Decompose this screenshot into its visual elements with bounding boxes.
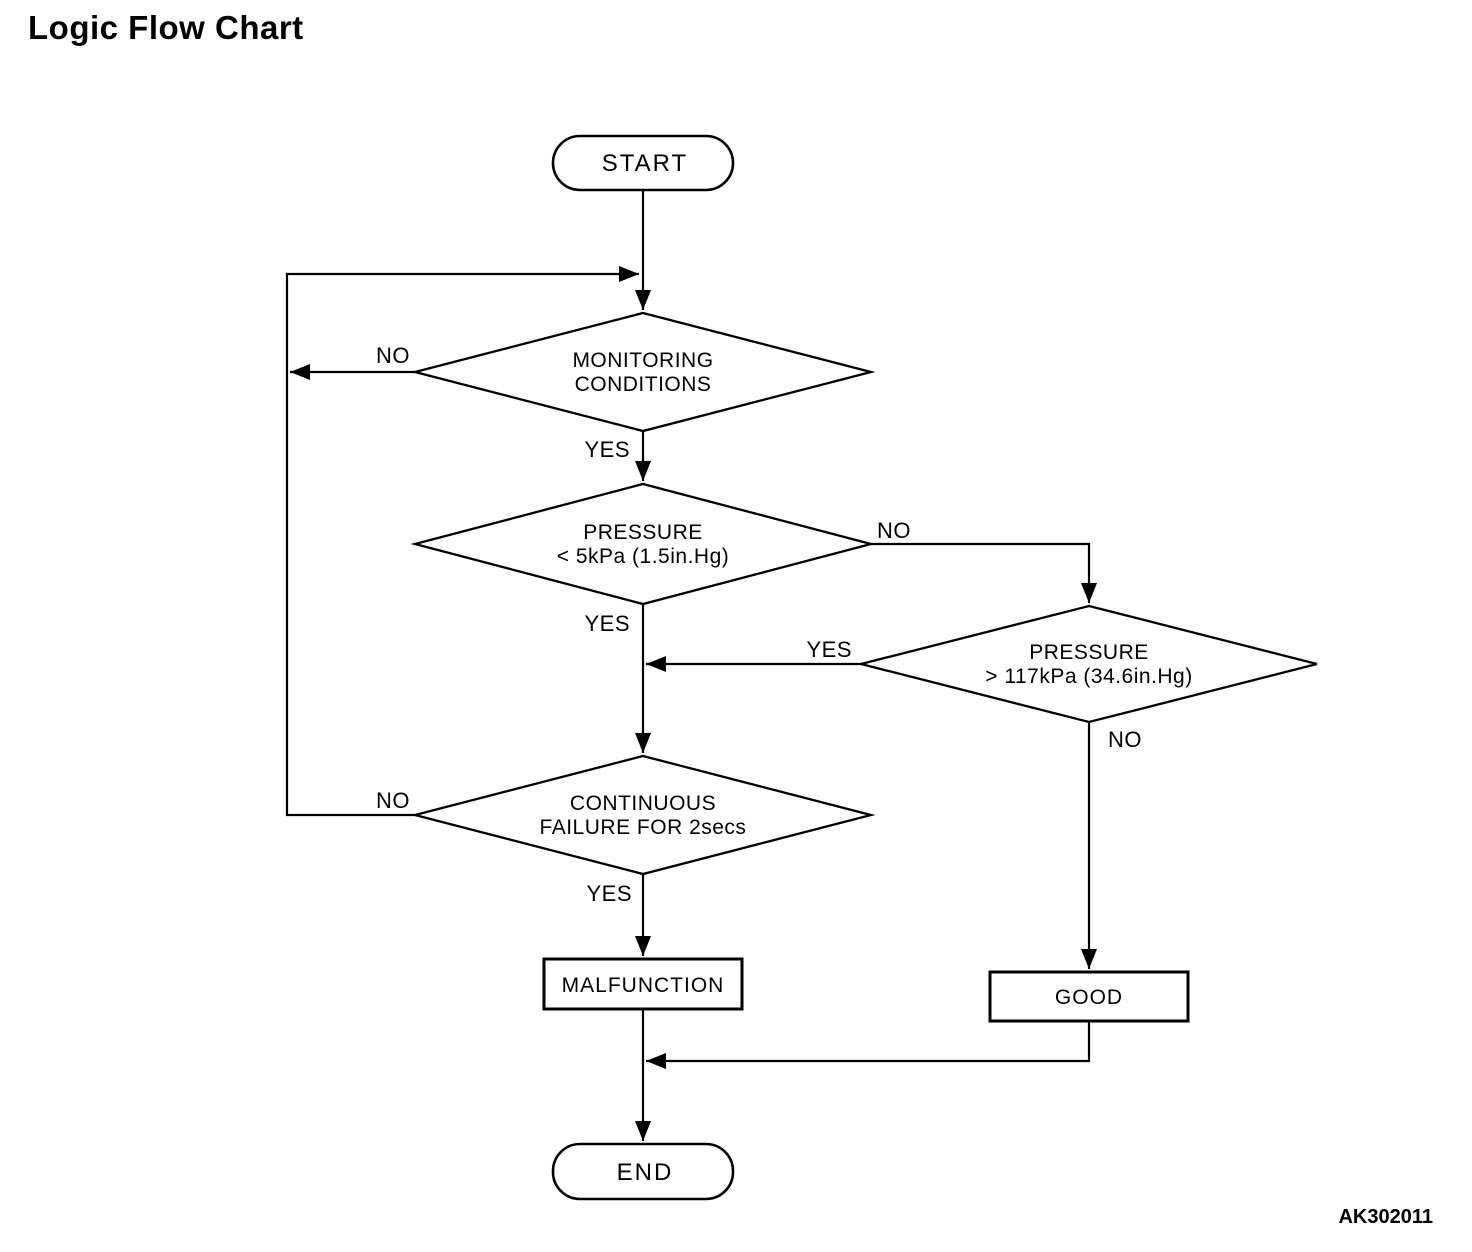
node-end-shape: [551, 1142, 735, 1201]
page-title: Logic Flow Chart: [28, 9, 304, 46]
edge-label-pressure-low-no: NO: [877, 518, 911, 543]
node-pressure-low: PRESSURE < 5kPa (1.5in.Hg): [410, 482, 876, 606]
node-continuous-failure: CONTINUOUS FAILURE FOR 2secs: [410, 754, 876, 876]
node-pressure-high-shape: [860, 604, 1318, 724]
node-malfunction-label: MALFUNCTION: [562, 974, 725, 997]
node-continuous-failure-line2: FAILURE FOR 2secs: [540, 816, 747, 839]
node-good-shape: [988, 970, 1190, 1023]
node-continuous-failure-line1: CONTINUOUS: [570, 792, 716, 815]
edge-label-monitoring-yes: YES: [584, 437, 630, 462]
node-pressure-high-line1: PRESSURE: [1029, 641, 1149, 664]
edge-pressure-low-no: [871, 542, 1097, 603]
node-monitoring-conditions-line1: MONITORING: [572, 349, 713, 372]
node-pressure-low-line2: < 5kPa (1.5in.Hg): [557, 545, 730, 568]
node-pressure-high-line2: > 117kPa (34.6in.Hg): [985, 665, 1192, 688]
node-malfunction-shape: [542, 957, 744, 1011]
edge-continuous-no-loop: [285, 266, 639, 817]
node-good-label: GOOD: [1055, 986, 1123, 1009]
node-start-shape: [551, 134, 735, 192]
edge-label-monitoring-no: NO: [376, 343, 410, 368]
edge-label-pressure-high-yes: YES: [806, 637, 852, 662]
edge-label-continuous-yes: YES: [586, 881, 632, 906]
node-monitoring-conditions-line2: CONDITIONS: [575, 373, 712, 396]
edge-label-pressure-low-yes: YES: [584, 611, 630, 636]
node-good: GOOD: [988, 970, 1190, 1023]
node-pressure-low-shape: [410, 482, 876, 606]
node-monitoring-conditions-shape: [410, 311, 876, 433]
edge-good-merge: [646, 1021, 1091, 1069]
node-malfunction: MALFUNCTION: [542, 957, 744, 1011]
node-end: END: [551, 1142, 735, 1201]
node-monitoring-conditions: MONITORING CONDITIONS: [410, 311, 876, 433]
node-start-label: START: [602, 150, 688, 177]
edge-label-pressure-high-no: NO: [1108, 727, 1142, 752]
edge-label-continuous-no: NO: [376, 788, 410, 813]
node-end-label: END: [617, 1159, 674, 1186]
node-start: START: [551, 134, 735, 192]
node-pressure-high: PRESSURE > 117kPa (34.6in.Hg): [860, 604, 1318, 724]
node-continuous-failure-shape: [410, 754, 876, 876]
figure-code: AK302011: [1338, 1206, 1433, 1228]
node-pressure-low-line1: PRESSURE: [583, 521, 703, 544]
